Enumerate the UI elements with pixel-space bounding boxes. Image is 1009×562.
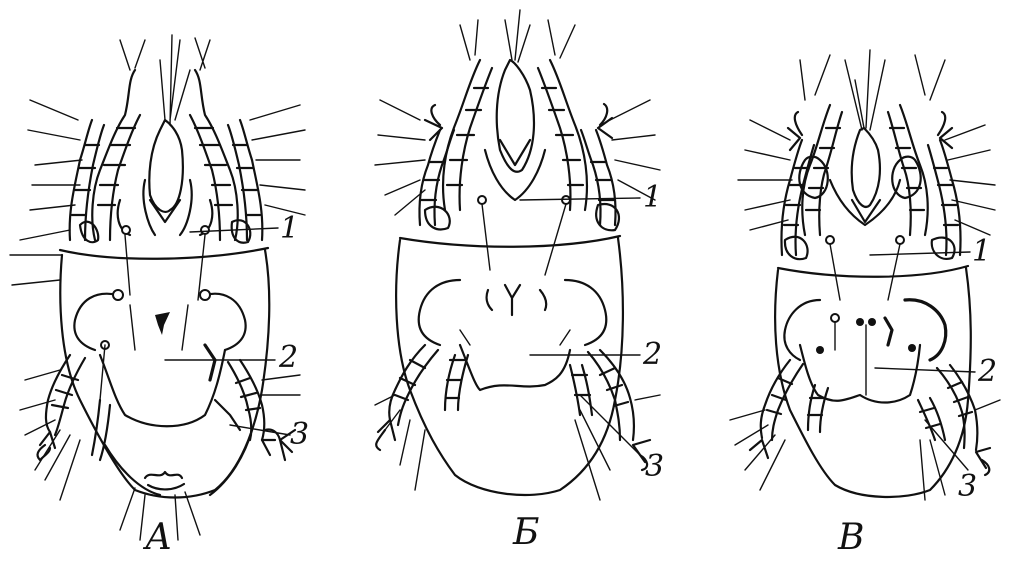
callout-b-3: 3 [645, 452, 664, 482]
callout-v-2: 2 [978, 357, 997, 387]
panel-v-drawing [730, 50, 1000, 500]
callout-a-3: 3 [290, 420, 309, 450]
panel-a-drawing [10, 35, 305, 540]
panel-label-b: Б [513, 515, 539, 551]
panel-label-a: А [145, 520, 172, 556]
callout-b-1: 1 [643, 183, 662, 213]
callout-a-2: 2 [279, 343, 298, 373]
callout-a-1: 1 [280, 214, 299, 244]
callout-v-1: 1 [972, 237, 991, 267]
callout-b-2: 2 [643, 340, 662, 370]
callout-v-3: 3 [958, 472, 977, 502]
panel-label-v: В [838, 520, 864, 556]
panel-b-drawing [375, 10, 660, 500]
